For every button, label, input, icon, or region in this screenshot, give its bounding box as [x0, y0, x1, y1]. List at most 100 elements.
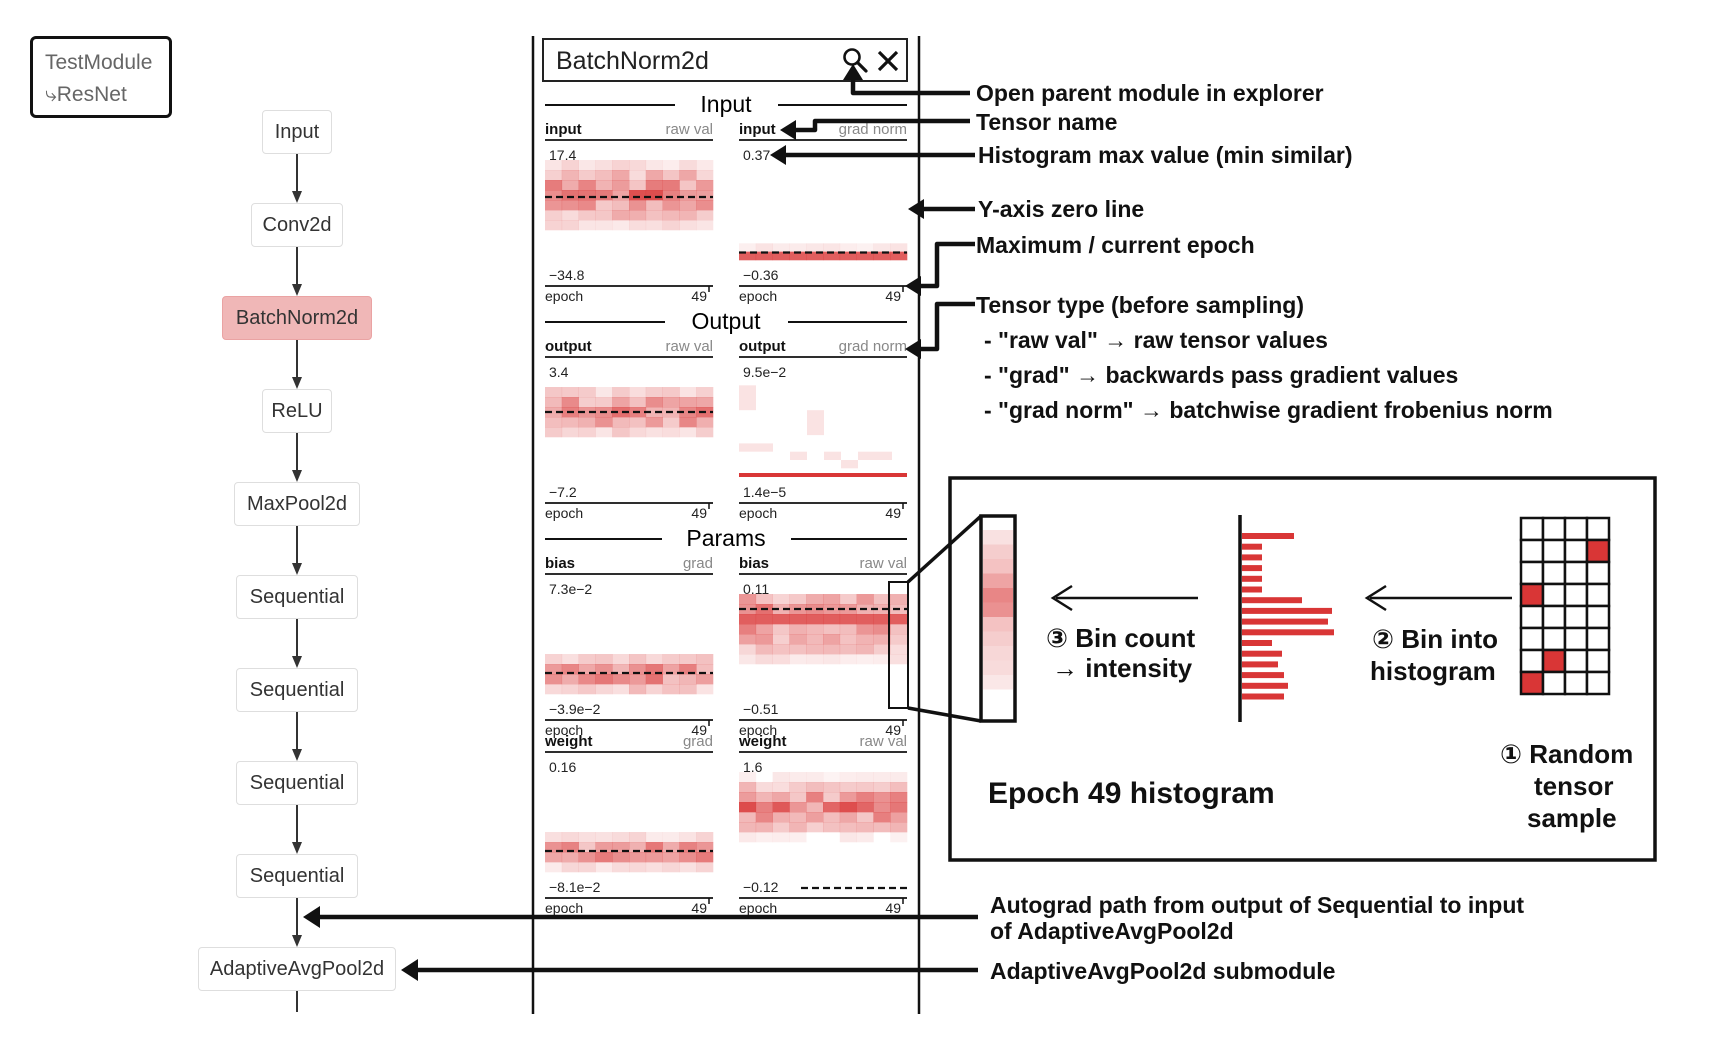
histogram-bin [679, 862, 697, 873]
histogram-bin [679, 210, 697, 221]
module-node-batchnorm2d[interactable]: BatchNorm2d [222, 296, 372, 340]
histogram-bin [739, 792, 757, 803]
histogram-bin [645, 407, 663, 418]
histogram-bin [645, 674, 663, 685]
histogram-bin [645, 664, 663, 675]
breadcrumb-root[interactable]: TestModule [45, 51, 153, 74]
breadcrumb[interactable]: TestModule ⤷ResNet [30, 36, 172, 118]
histogram-bin [890, 614, 908, 625]
histogram-bin [662, 427, 680, 438]
histogram-bin [873, 243, 891, 252]
module-node-sequential-1[interactable]: Sequential [236, 575, 358, 619]
histogram-max: 0.37 [743, 147, 770, 163]
histogram-bin [755, 634, 773, 645]
histogram-bin [561, 190, 579, 201]
histogram-bin [679, 170, 697, 181]
intensity-cell [983, 530, 1013, 545]
tensor-cell [1563, 516, 1589, 542]
tensor-name: input [739, 121, 776, 138]
histogram-bin [612, 397, 630, 408]
histogram-bin [578, 407, 596, 418]
histogram-bin [595, 190, 613, 201]
breadcrumb-child[interactable]: ⤷ResNet [45, 83, 127, 106]
tensor-cell [1585, 670, 1611, 696]
histogram-bin [679, 397, 697, 408]
module-node-adaptiveavgpool2d[interactable]: AdaptiveAvgPool2d [198, 947, 396, 991]
histogram-bin [789, 614, 807, 625]
histogram-bin [612, 210, 630, 221]
histogram-bin [561, 387, 579, 398]
histogram-bin [839, 832, 857, 843]
histogram-max: 3.4 [549, 364, 569, 380]
histogram-bin [696, 654, 714, 665]
histogram-bin [629, 842, 647, 853]
histogram-bin [858, 451, 875, 460]
module-node-input[interactable]: Input [262, 110, 332, 154]
histogram-min: −0.36 [743, 267, 779, 283]
histogram-bin [629, 684, 647, 695]
histogram-bin [612, 684, 630, 695]
module-node-sequential-4[interactable]: Sequential [236, 854, 358, 898]
histogram-bin [595, 210, 613, 221]
histogram-bin [873, 634, 891, 645]
histogram-bin [578, 664, 596, 675]
histogram-bin [806, 251, 824, 261]
close-icon[interactable] [876, 49, 900, 73]
module-node-relu[interactable]: ReLU [262, 389, 332, 433]
histogram-bin [561, 664, 579, 675]
histogram-max: 9.5e−2 [743, 364, 786, 380]
histogram-bin [755, 782, 773, 793]
histogram-bin [856, 634, 874, 645]
histogram-bin [806, 614, 824, 625]
histogram-bin [739, 832, 757, 843]
intensity-strip-frame [979, 514, 1017, 723]
tensor-name: weight [544, 733, 593, 750]
histogram-bin [645, 170, 663, 181]
histogram-bin [789, 812, 807, 823]
histogram-bin [755, 614, 773, 625]
histogram-bin [739, 812, 757, 823]
module-search-field[interactable]: BatchNorm2d [542, 38, 908, 82]
module-node-maxpool2d[interactable]: MaxPool2d [234, 482, 360, 526]
histogram-bin [839, 634, 857, 645]
histogram-bin [824, 451, 841, 460]
histogram-bin [662, 190, 680, 201]
histogram-bin [561, 200, 579, 211]
epoch-label: epoch [545, 288, 583, 304]
histogram-bin [755, 832, 773, 843]
histogram-bin [890, 802, 908, 813]
histogram-bin [823, 772, 841, 783]
module-node-conv2d[interactable]: Conv2d [251, 203, 343, 247]
bin-bar [1242, 629, 1334, 636]
current-epoch: 49 [885, 722, 901, 738]
histogram-bin [890, 624, 908, 635]
bin-bar [1242, 597, 1302, 604]
histogram-bin [662, 180, 680, 191]
histogram-bin [612, 160, 630, 171]
epoch-label: epoch [545, 900, 583, 916]
module-node-sequential-3[interactable]: Sequential [236, 761, 358, 805]
histogram-bin [595, 654, 613, 665]
histogram-bin [578, 684, 596, 695]
histogram-bin [612, 170, 630, 181]
histogram-bin [739, 822, 757, 833]
histogram-bin [629, 862, 647, 873]
module-node-sequential-2[interactable]: Sequential [236, 668, 358, 712]
histogram-bin [890, 782, 908, 793]
module-search-value[interactable]: BatchNorm2d [556, 47, 709, 75]
histogram-bin [595, 387, 613, 398]
histogram-min: −34.8 [549, 267, 585, 283]
section-params: Params [686, 525, 765, 551]
histogram-bin [839, 812, 857, 823]
histogram-bin [806, 243, 824, 252]
zoom-line [907, 706, 982, 723]
histogram-bin [662, 654, 680, 665]
histogram-min: −0.12 [743, 879, 779, 895]
